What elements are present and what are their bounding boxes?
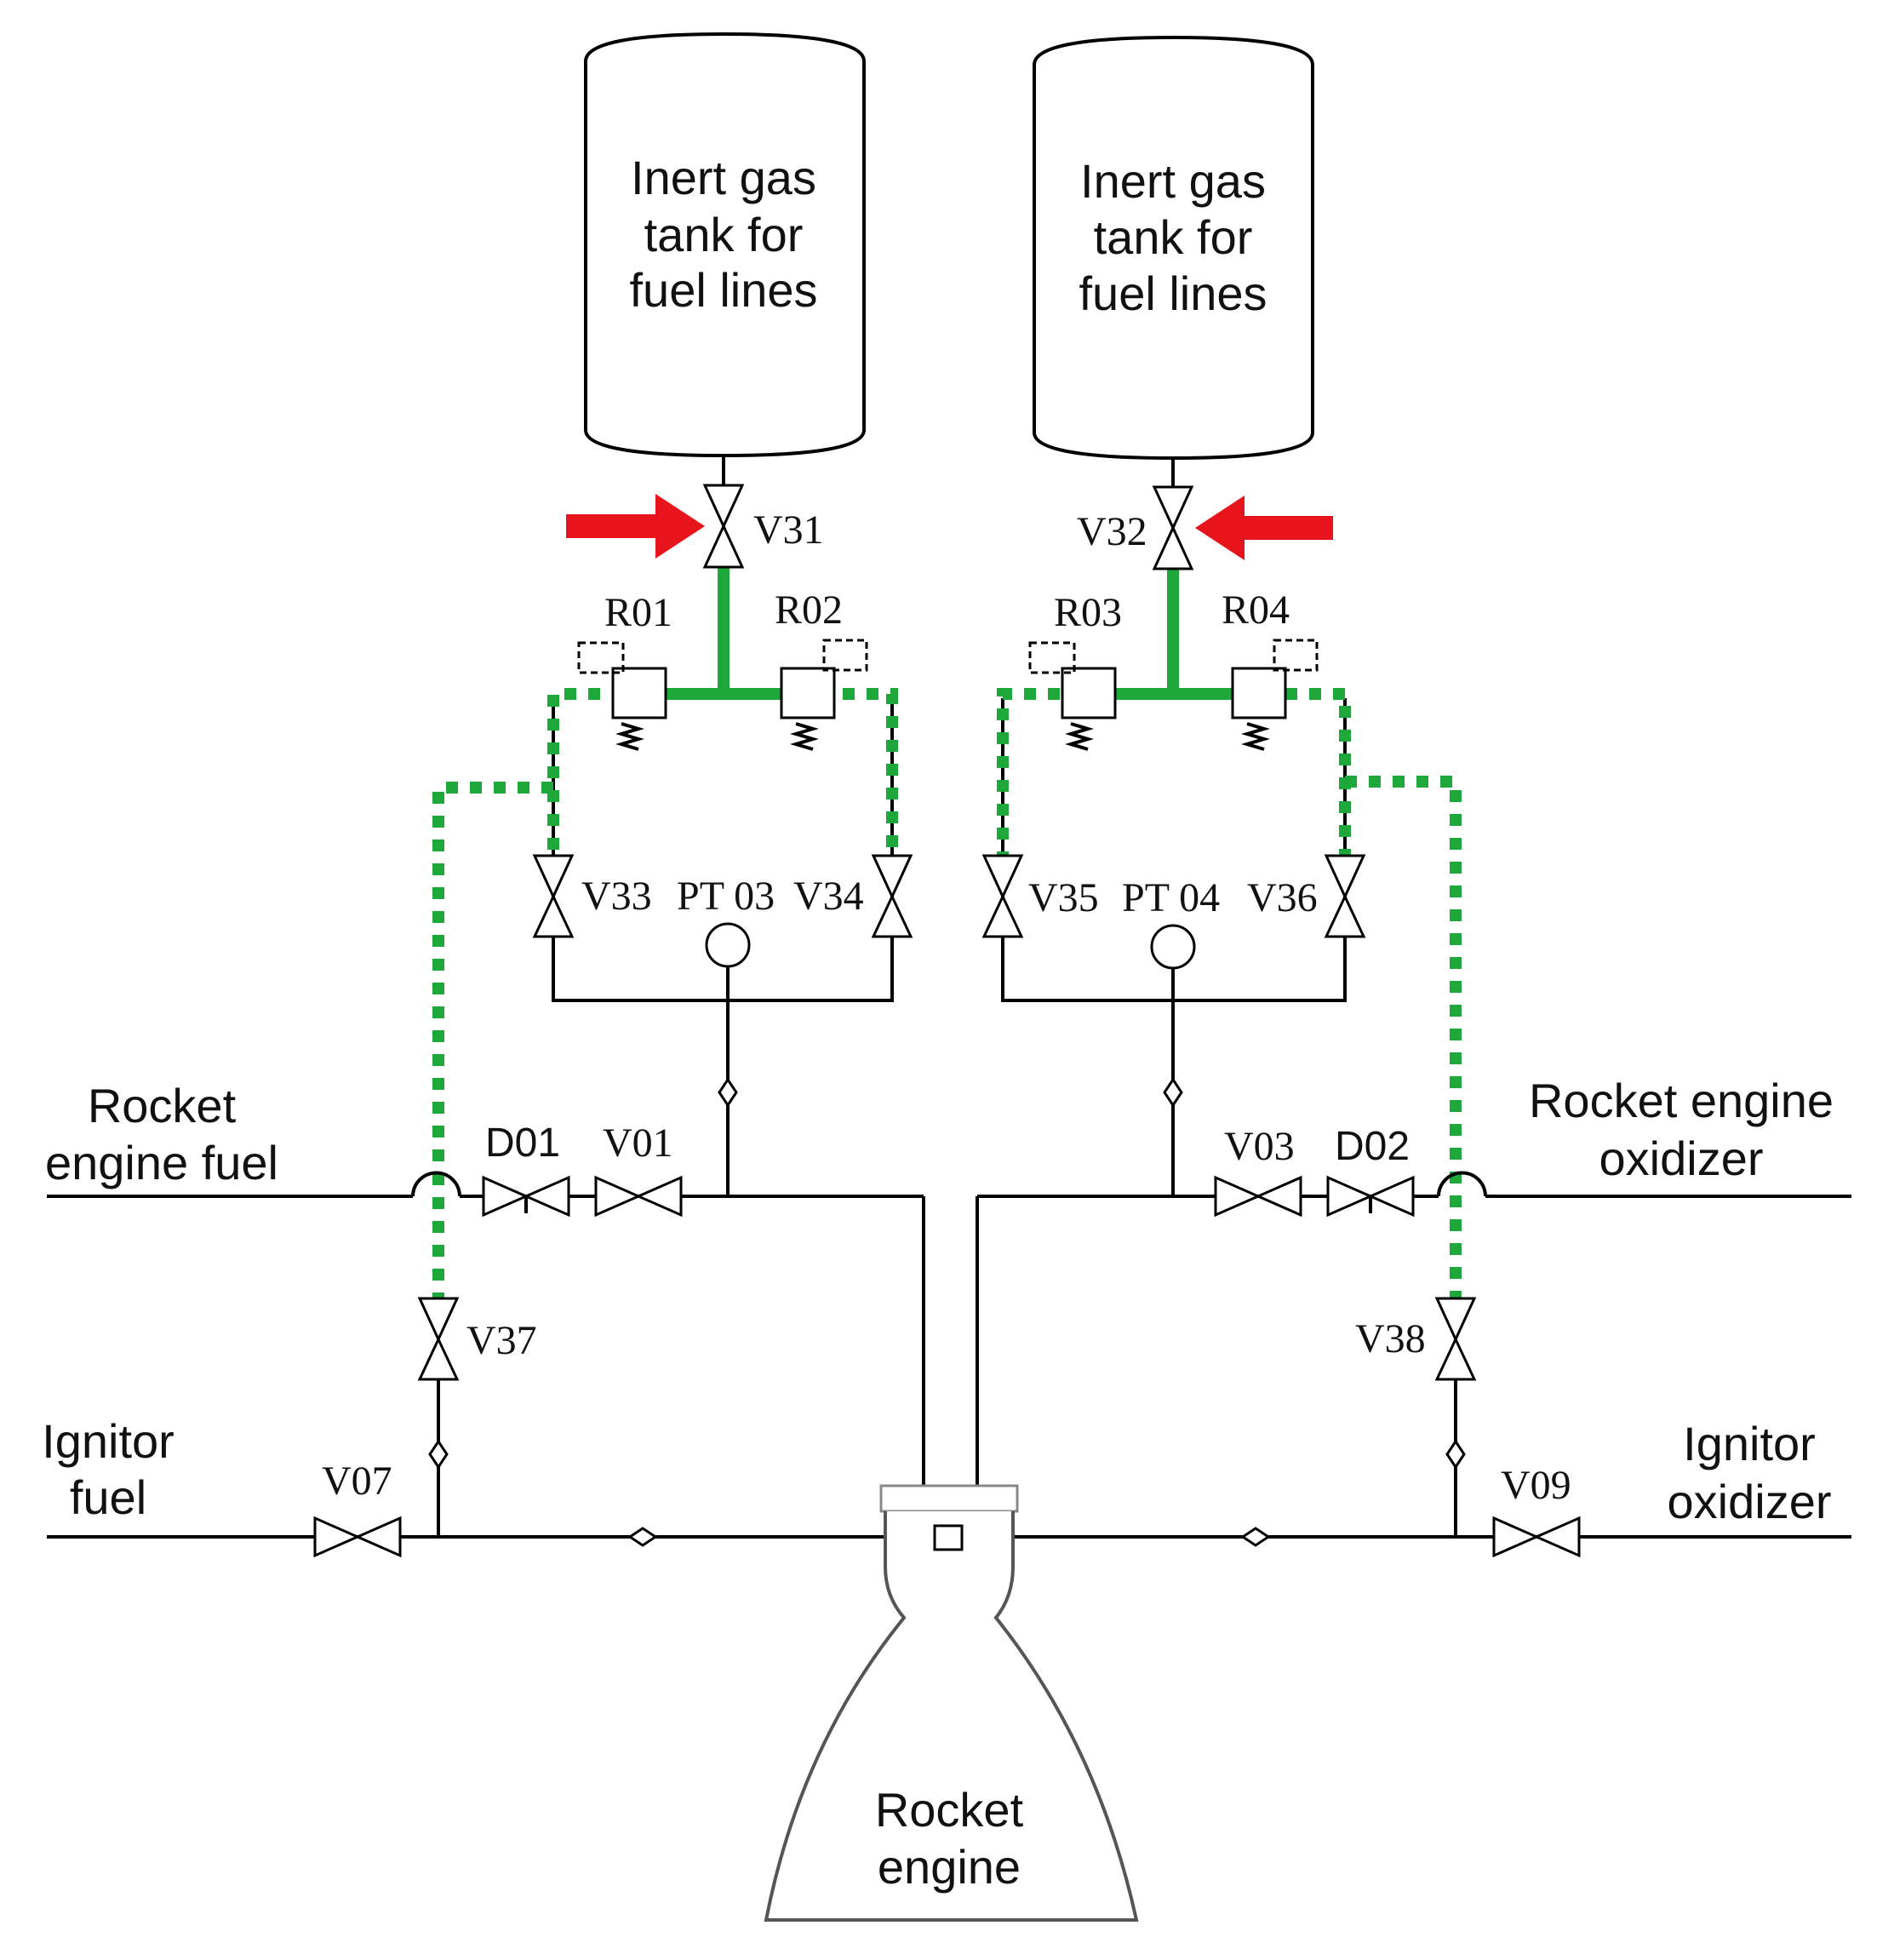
- valve-v03[interactable]: [1214, 1175, 1302, 1218]
- tank-right-line3: fuel lines: [1079, 266, 1267, 320]
- arrow-icon-v32: [1195, 496, 1333, 560]
- valve-v38[interactable]: [1434, 1297, 1477, 1381]
- regulator-r01[interactable]: [577, 641, 667, 751]
- label-r04: R04: [1222, 587, 1290, 633]
- label-engine-fuel-1: Rocket: [88, 1079, 237, 1132]
- pressure-transducer-pt03: [705, 922, 751, 968]
- label-pt03: PT 03: [677, 874, 775, 919]
- valve-d01[interactable]: [482, 1175, 570, 1218]
- pressurization-path: [432, 566, 1462, 1298]
- tank-right-line1: Inert gas: [1080, 154, 1266, 208]
- valve-v07[interactable]: [313, 1516, 402, 1558]
- label-v38: V38: [1355, 1316, 1426, 1361]
- label-pt04: PT 04: [1122, 875, 1220, 920]
- label-v07: V07: [322, 1459, 392, 1504]
- label-v01: V01: [603, 1120, 673, 1166]
- valve-v09[interactable]: [1492, 1516, 1581, 1558]
- label-v03: V03: [1224, 1124, 1295, 1169]
- arrow-icon-v31: [566, 494, 705, 559]
- valve-v01[interactable]: [594, 1175, 683, 1218]
- label-v09: V09: [1501, 1463, 1571, 1508]
- tank-left-line3: fuel lines: [629, 263, 817, 317]
- label-v36: V36: [1247, 875, 1318, 920]
- regulator-r03[interactable]: [1028, 641, 1117, 751]
- regulator-r02[interactable]: [780, 639, 868, 751]
- tank-left-line1: Inert gas: [631, 151, 816, 204]
- pipework: [47, 456, 1851, 1539]
- valve-v36[interactable]: [1324, 854, 1366, 938]
- label-r03: R03: [1054, 590, 1122, 635]
- label-v31: V31: [753, 507, 824, 553]
- label-v33: V33: [581, 874, 652, 919]
- valve-labels: V31 V32 R01 R02 R03 R04 V33 PT 03 V34 V3…: [322, 507, 1571, 1508]
- engine-label-line1: Rocket: [875, 1783, 1024, 1837]
- engine-label-line2: engine: [878, 1840, 1021, 1894]
- tank-left-line2: tank for: [644, 208, 804, 261]
- valve-v32[interactable]: [1152, 485, 1194, 570]
- label-r01: R01: [604, 590, 672, 635]
- line-crossover-left: [411, 1171, 461, 1197]
- label-v35: V35: [1028, 875, 1099, 920]
- label-d01: D01: [485, 1120, 560, 1166]
- label-d02: D02: [1335, 1124, 1410, 1169]
- label-v34: V34: [793, 874, 864, 919]
- valve-v37[interactable]: [417, 1297, 460, 1381]
- label-ignitor-oxidizer-1: Ignitor: [1683, 1417, 1816, 1470]
- valve-v34[interactable]: [871, 854, 913, 938]
- label-engine-oxidizer-2: oxidizer: [1599, 1132, 1764, 1185]
- label-engine-oxidizer-1: Rocket engine: [1529, 1074, 1834, 1127]
- label-r02: R02: [775, 587, 843, 633]
- label-ignitor-oxidizer-2: oxidizer: [1668, 1475, 1832, 1528]
- label-ignitor-fuel-2: fuel: [70, 1470, 146, 1524]
- label-v32: V32: [1077, 509, 1147, 554]
- valve-v31[interactable]: [702, 484, 745, 569]
- label-ignitor-fuel-1: Ignitor: [42, 1414, 175, 1468]
- inert-gas-tank-right: Inert gas tank for fuel lines: [1033, 35, 1314, 461]
- pressure-transducer-pt04: [1150, 924, 1196, 970]
- line-crossover-right: [1437, 1171, 1487, 1197]
- valve-v35[interactable]: [981, 854, 1024, 938]
- label-engine-fuel-2: engine fuel: [45, 1136, 278, 1189]
- label-v37: V37: [466, 1318, 537, 1363]
- line-labels: Rocket engine fuel Rocket engine oxidize…: [42, 1074, 1834, 1528]
- valve-v33[interactable]: [532, 854, 575, 938]
- inert-gas-tank-left: Inert gas tank for fuel lines: [584, 32, 866, 458]
- regulator-r04[interactable]: [1231, 639, 1319, 751]
- check-valve-icon: [428, 1077, 1466, 1547]
- valve-d02[interactable]: [1326, 1175, 1415, 1218]
- tank-right-line2: tank for: [1094, 210, 1253, 264]
- rocket-engine: Rocket engine: [764, 1484, 1139, 1922]
